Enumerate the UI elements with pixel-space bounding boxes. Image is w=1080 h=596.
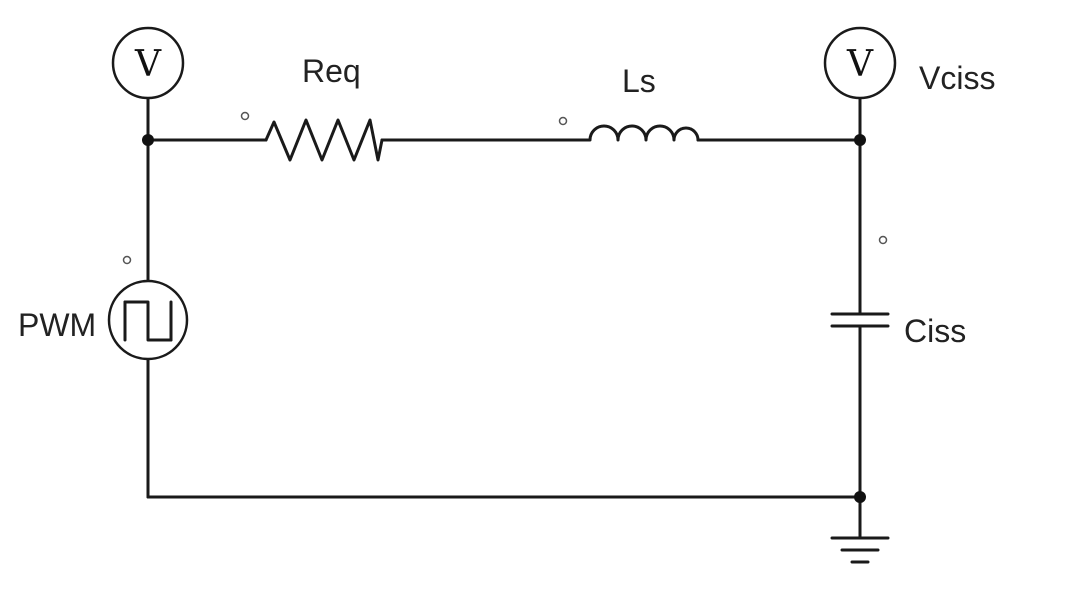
junction-node-bottom-right <box>854 491 866 503</box>
voltmeter-right-circle <box>823 26 897 100</box>
pin-dot-inductor <box>558 116 568 126</box>
junction-node-top-right <box>854 134 866 146</box>
resistor-req <box>264 118 384 162</box>
source-label: PWM <box>18 307 96 343</box>
pin-dot-source <box>122 255 132 265</box>
pin-dot-resistor <box>240 111 250 121</box>
voltmeter-right: V <box>823 26 897 100</box>
voltmeter-left-letter: V <box>134 44 162 85</box>
voltmeter-left: V <box>111 26 185 100</box>
voltmeter-right-label: Vciss <box>919 60 995 96</box>
ground-icon <box>830 495 890 564</box>
voltmeter-right-letter: V <box>846 44 874 85</box>
pin-dot-capacitor <box>878 235 888 245</box>
capacitor-label: Ciss <box>904 313 966 349</box>
inductor-label: Ls <box>622 63 656 99</box>
voltmeter-left-circle <box>111 26 185 100</box>
inductor-ls <box>584 124 700 142</box>
square-wave-icon <box>123 300 173 342</box>
resistor-label: Req <box>302 53 361 89</box>
junction-node-top-left <box>142 134 154 146</box>
pwm-source <box>107 279 189 361</box>
